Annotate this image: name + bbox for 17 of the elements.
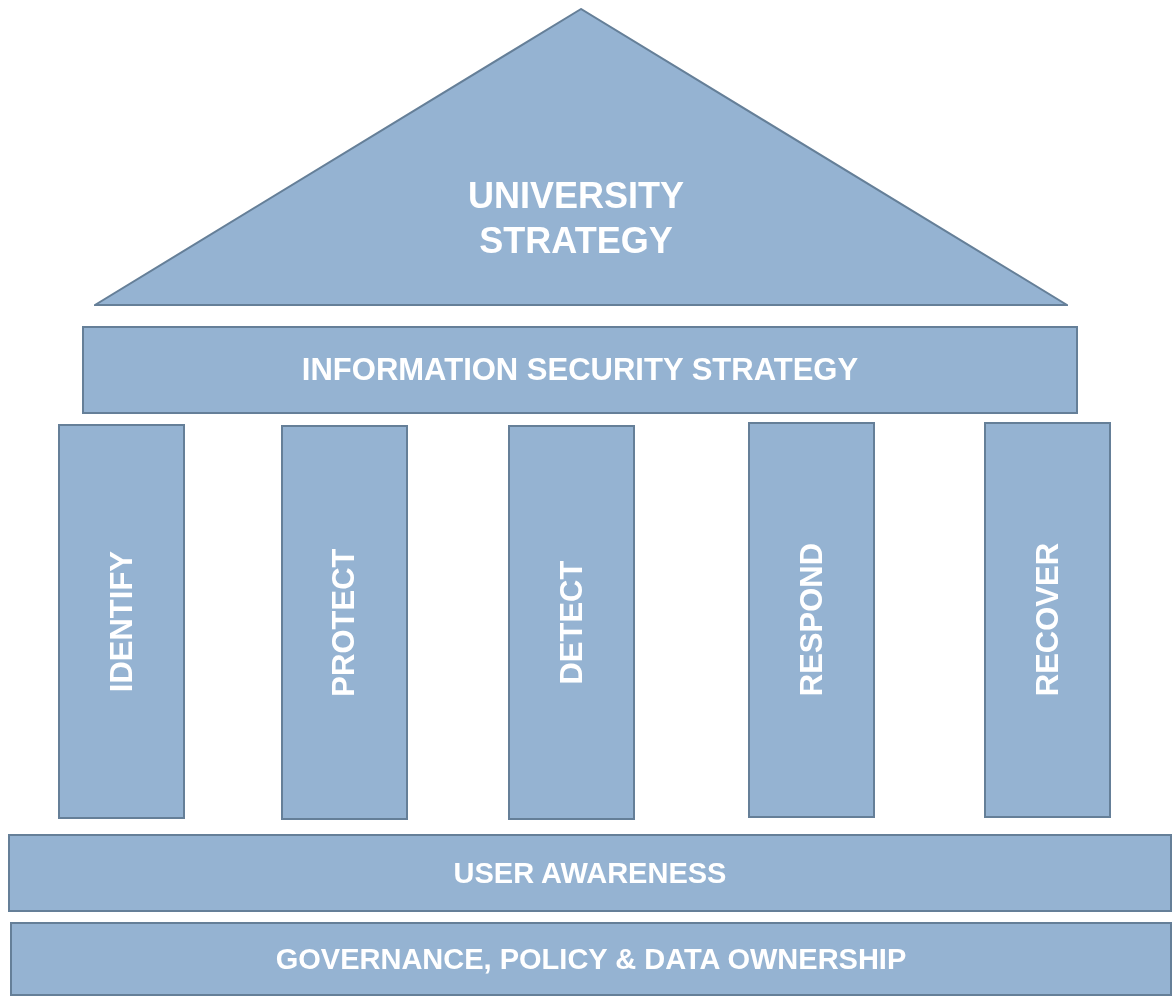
pillar-label: IDENTIFY (102, 550, 140, 693)
foundation-band (10, 922, 1172, 996)
pillar-column (58, 424, 185, 819)
pillar-column (508, 425, 635, 820)
pillar-column (748, 422, 875, 818)
strategy-band (82, 326, 1078, 414)
band-label: INFORMATION SECURITY STRATEGY (301, 351, 859, 389)
pillar-label: DETECT (552, 560, 590, 685)
roof-label: UNIVERSITY STRATEGY (466, 174, 685, 263)
band-label: USER AWARENESS (453, 855, 727, 891)
foundation-band (8, 834, 1172, 912)
band-label: GOVERNANCE, POLICY & DATA OWNERSHIP (275, 941, 907, 977)
pillar-column (281, 425, 408, 820)
pillar-label: RESPOND (792, 543, 830, 697)
pillar-label: PROTECT (325, 548, 363, 697)
pillar-column (984, 422, 1111, 818)
pillar-label: RECOVER (1028, 543, 1066, 697)
